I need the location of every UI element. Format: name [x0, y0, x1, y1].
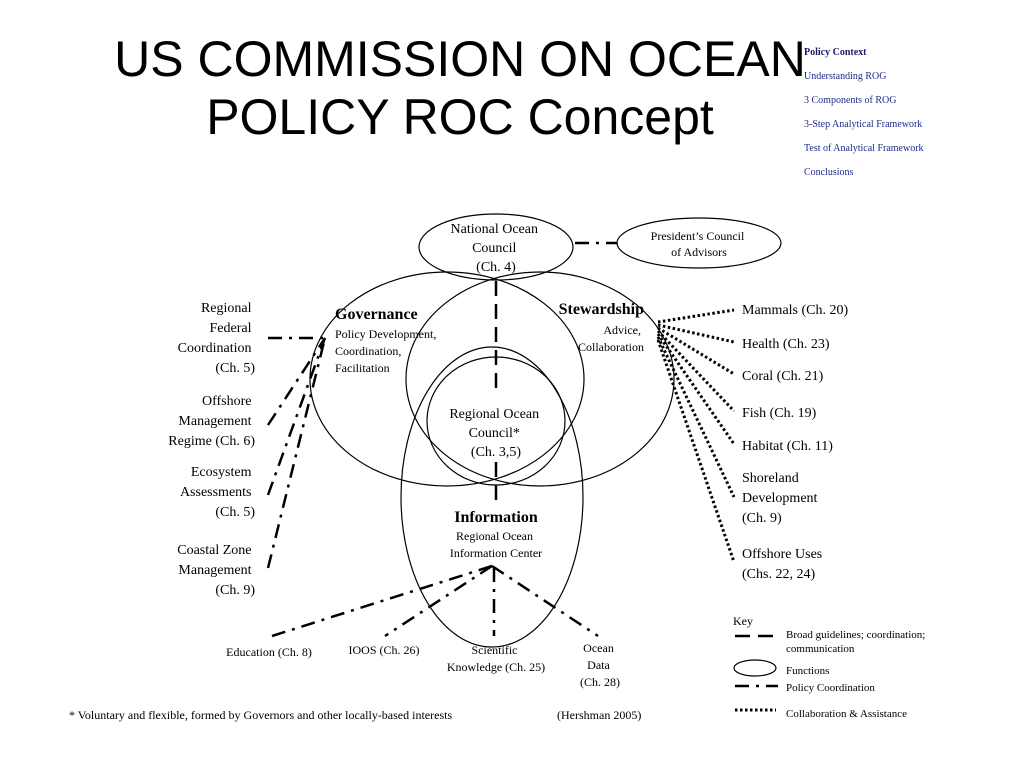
right-item-mammals: Mammals (Ch. 20): [742, 303, 848, 318]
information-ellipse: [400, 346, 584, 648]
left-item-ecosystem: Ecosystem Assessments (Ch. 5): [180, 465, 255, 520]
stewardship-to-offshore-uses-link: [656, 339, 736, 563]
stewardship-to-habitat-link: [656, 333, 736, 445]
info-to-ocean-data-link: [491, 564, 599, 638]
nav-item-understanding-rog[interactable]: Understanding ROG: [804, 71, 887, 82]
right-item-offshore-uses: Offshore Uses (Chs. 22, 24): [742, 547, 826, 582]
left-item-coastal-zone: Coastal Zone Management (Ch. 9): [177, 543, 255, 598]
national-council-label: National Ocean Council (Ch. 4): [451, 222, 542, 275]
left-item-regional-federal: Regional Federal Coordination (Ch. 5): [178, 301, 256, 376]
info-to-ioos-link: [384, 564, 493, 638]
stewardship-to-shoreland-link: [656, 336, 736, 498]
legend-functions-swatch: [733, 659, 777, 677]
governance-desc: Policy Development, Coordination, Facili…: [335, 327, 439, 375]
right-item-shoreland: Shoreland Development (Ch. 9): [742, 471, 821, 526]
governance-ellipse: [309, 271, 585, 487]
info-to-education-link: [271, 564, 493, 638]
presidents-council-ellipse: [616, 217, 782, 269]
stewardship-desc: Advice, Collaboration: [578, 323, 644, 354]
nav-item-policy-context[interactable]: Policy Context: [804, 47, 867, 58]
bottom-item-ioos: IOOS (Ch. 26): [349, 643, 420, 657]
governance-to-offshore-link: [266, 337, 327, 426]
right-item-health: Health (Ch. 23): [742, 337, 830, 352]
legend-functions-label: Functions: [786, 665, 829, 677]
information-desc: Regional Ocean Information Center: [450, 529, 542, 560]
stewardship-to-mammals-link: [657, 308, 735, 324]
bottom-item-ocean-data: Ocean Data (Ch. 28): [580, 641, 620, 689]
bottom-item-education: Education (Ch. 8): [226, 645, 312, 659]
governance-to-coastal-link: [266, 337, 327, 569]
governance-heading: Governance: [335, 306, 418, 323]
nav-item-3-components[interactable]: 3 Components of ROG: [804, 95, 897, 106]
legend-policy-coordination-label: Policy Coordination: [786, 682, 875, 694]
nav-item-conclusions[interactable]: Conclusions: [804, 167, 854, 178]
right-item-habitat: Habitat (Ch. 11): [742, 439, 833, 454]
legend-broad-guidelines-label: Broad guidelines; coordination; communic…: [786, 629, 928, 655]
citation: (Hershman 2005): [557, 708, 641, 722]
stewardship-heading: Stewardship: [559, 301, 644, 318]
stewardship-to-health-link: [657, 323, 735, 344]
footnote: * Voluntary and flexible, formed by Gove…: [69, 708, 452, 722]
legend: Key Broad guidelines; coordination; comm…: [733, 614, 928, 720]
stewardship-to-fish-link: [656, 329, 736, 413]
presidents-council-label: President’s Council of Advisors: [651, 229, 748, 259]
legend-collaboration-label: Collaboration & Assistance: [786, 708, 907, 720]
nav-item-test-framework[interactable]: Test of Analytical Framework: [804, 143, 924, 154]
right-item-coral: Coral (Ch. 21): [742, 369, 824, 384]
title-line-2: POLICY ROC Concept: [206, 89, 714, 145]
information-heading: Information: [454, 509, 538, 526]
legend-title: Key: [733, 614, 753, 628]
nav-item-analytical-framework[interactable]: 3-Step Analytical Framework: [804, 119, 923, 130]
regional-council-label: Regional Ocean Council* (Ch. 3,5): [449, 407, 542, 460]
right-item-fish: Fish (Ch. 19): [742, 406, 817, 421]
governance-to-ecosystem-link: [266, 337, 327, 496]
left-item-offshore-management: Offshore Management Regime (Ch. 6): [168, 394, 255, 449]
bottom-item-scientific: Scientific Knowledge (Ch. 25): [447, 643, 545, 674]
stewardship-ellipse: [405, 271, 675, 487]
national-council-ellipse: [418, 213, 574, 281]
nav-menu: Policy Context Understanding ROG 3 Compo…: [804, 46, 1019, 190]
title-line-1: US COMMISSION ON OCEAN: [114, 31, 806, 87]
slide-title: US COMMISSION ON OCEAN POLICY ROC Concep…: [60, 30, 860, 146]
